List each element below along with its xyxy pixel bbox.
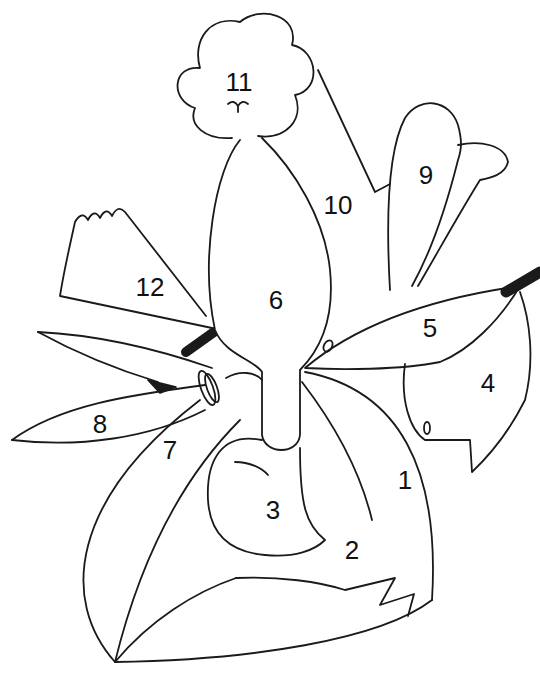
callout-number: 3 (266, 497, 280, 523)
trumpet-petal (60, 209, 212, 328)
sepal-outline (305, 372, 433, 600)
stem (186, 332, 214, 352)
stem (506, 272, 540, 292)
petal-outline (38, 332, 212, 368)
callout-number: 12 (136, 274, 165, 300)
callout-number: 6 (269, 287, 283, 313)
petal-outline (38, 332, 158, 382)
petal-outline (305, 286, 520, 369)
callout-number: 5 (423, 315, 437, 341)
callout-number: 7 (163, 437, 177, 463)
callout-number: 8 (93, 411, 107, 437)
leaf-outline (115, 420, 240, 662)
sepal-outline (302, 382, 372, 520)
column-edge (226, 373, 262, 380)
callout-number: 11 (226, 69, 253, 95)
jagged-leaf-edge (236, 578, 414, 616)
bud-outline (404, 292, 531, 472)
small-mark (322, 339, 335, 353)
callout-number: 4 (481, 370, 495, 396)
flower-centre (228, 102, 248, 112)
column-loop (202, 372, 222, 404)
pouch-fold (235, 462, 268, 475)
petal-outline (388, 103, 461, 290)
callout-number: 2 (345, 537, 359, 563)
callout-number: 1 (398, 467, 412, 493)
leaf-outline (115, 578, 236, 662)
lip-petal (209, 138, 331, 450)
petal-outline (12, 385, 205, 440)
small-mark (424, 422, 430, 434)
pouch-outline (208, 439, 325, 556)
petal-outline (318, 70, 390, 192)
callout-number: 10 (324, 192, 353, 218)
five-lobed-flower (178, 14, 314, 138)
leaf-outline (115, 600, 432, 662)
petal-outline (418, 143, 508, 286)
leaf-outline (83, 400, 200, 662)
callout-number: 9 (419, 162, 433, 188)
